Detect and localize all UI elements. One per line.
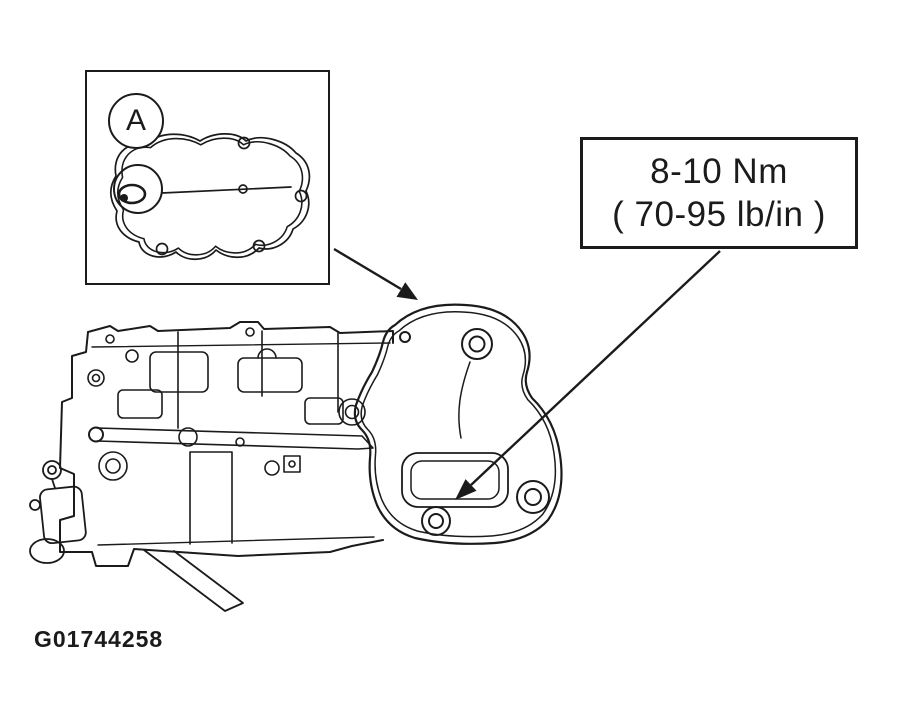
torque-value-lbin: ( 70-95 lb/in ) [612,194,826,234]
sensor-protrusion-drawing [29,460,87,564]
callout-a-arrow-icon [333,247,418,300]
torque-value-nm: 8-10 Nm [650,152,788,192]
cover-drawing [353,303,563,545]
detail-view-box [85,70,330,285]
torque-spec-box: 8-10 Nm ( 70-95 lb/in ) [580,137,858,249]
detail-gasket-drawing [110,133,311,261]
case-block-drawing [59,321,394,612]
torque-bolt [421,506,451,536]
case-internal-details [87,327,374,545]
torque-arrow-icon [455,250,721,500]
callout-a-badge: A [108,93,164,149]
main-assembly-drawing [29,303,563,612]
callout-a-label: A [125,104,146,137]
figure-id: G01744258 [34,626,164,652]
